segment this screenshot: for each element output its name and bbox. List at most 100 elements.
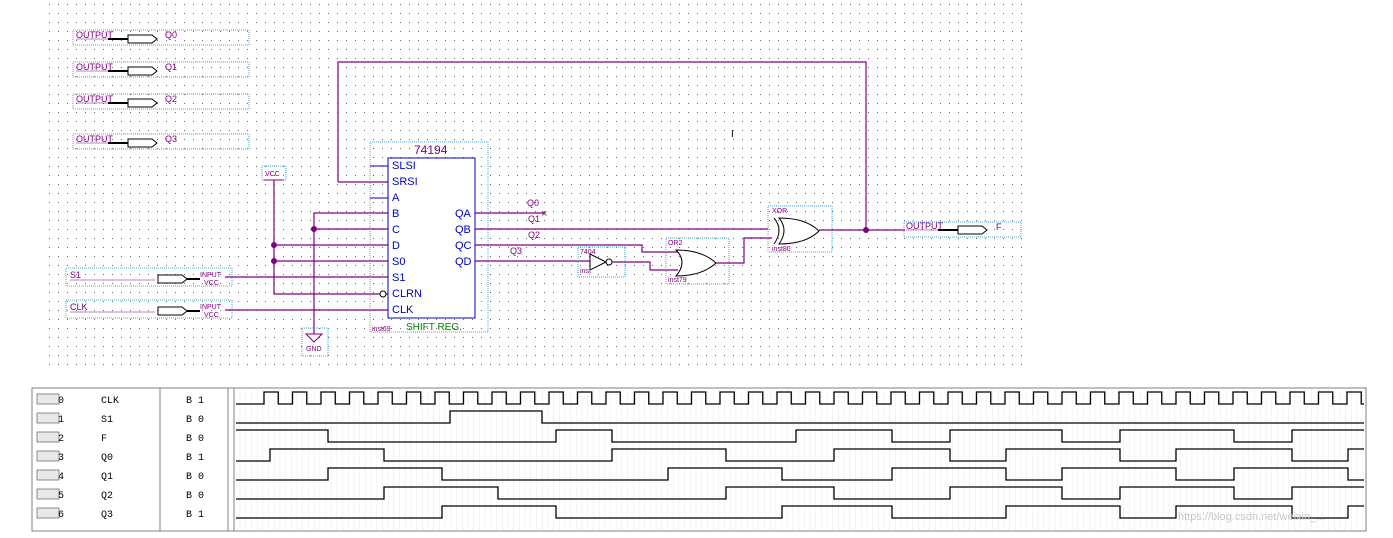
input-pin-name: S1 [70,270,81,280]
signal-name: Q0 [101,453,113,464]
signal-trace [236,486,1364,500]
gate-title: XOR [772,208,787,215]
chip-pin: S1 [392,272,405,284]
wire-label: Q3 [510,246,522,256]
output-pin-label: OUTPUT [76,134,114,144]
output-pin-name: Q0 [165,30,177,40]
wire-label: Q1 [528,214,540,224]
gnd-wire[interactable] [313,212,388,334]
signal-row[interactable]: 5 Q2 B 0 [36,488,204,502]
gate-title: 7404 [580,249,596,256]
chip-pin: CLK [392,304,414,316]
input-pin-sub: VCC [204,312,219,319]
input-pin-icon [36,393,60,405]
gate-instance: inst80 [772,246,791,253]
chip-pin: SRSI [392,176,418,188]
output-pin-q3[interactable]: OUTPUT Q3 [72,133,250,150]
not-out-wire[interactable] [612,261,678,271]
signal-row[interactable]: 0 CLK B 1 [36,393,204,407]
signal-value: B 1 [186,453,204,464]
input-pin-clk[interactable]: CLK INPUT VCC [65,299,233,319]
signal-value: B 0 [186,491,204,502]
chip-pin: CLRN [392,288,422,300]
schematic-canvas[interactable]: OUTPUT Q0 OUTPUT Q1 OUTPUT Q2 OUTPUT Q3 … [0,0,1393,378]
output-pin-icon [36,450,60,462]
signal-row[interactable]: 2 F B 0 [36,431,204,445]
signal-trace [236,505,1364,519]
signal-index: 2 [58,434,64,445]
input-pin-sub: VCC [204,280,219,287]
input-pin-label: INPUT [200,304,222,311]
output-pin-name: F [996,222,1002,232]
output-pin-name: Q2 [165,94,177,104]
input-pin-icon [36,412,60,424]
output-pin-q1[interactable]: OUTPUT Q1 [72,61,250,78]
schematic-grid [42,0,1022,370]
chip-pin: D [392,240,400,252]
signal-trace [236,429,1364,443]
chip-footer: SHIFT REG. [406,322,462,333]
output-pin-f[interactable]: OUTPUT F [903,221,1022,238]
input-pin-label: INPUT [200,272,222,279]
signal-trace [236,448,1364,462]
output-pin-label: OUTPUT [76,30,114,40]
chip-pin: B [392,208,399,220]
chip-pin: QB [455,224,471,236]
junction-dot [271,242,277,248]
junction-dot [311,226,317,232]
output-pin-icon [36,507,60,519]
waveform-panel[interactable]: 0 CLK B 1 1 S1 B 0 2 F B 0 3 Q0 B 1 4 Q1… [0,378,1393,533]
output-pin-label: OUTPUT [906,221,944,231]
output-pin-label: OUTPUT [76,62,114,72]
or-gate-or2[interactable]: OR2 inst79 [665,237,730,285]
output-pin-q2[interactable]: OUTPUT Q2 [72,93,250,110]
wire-label: Q2 [528,230,540,240]
feedback-wire[interactable] [337,61,867,230]
signal-name: F [101,434,107,445]
vcc-wire[interactable] [273,180,388,295]
vcc-label: VCC [265,171,280,178]
signal-row[interactable]: 3 Q0 B 1 [36,450,204,464]
gate-instance: inst [580,268,591,275]
signal-index: 4 [58,472,64,483]
signal-value: B 0 [186,472,204,483]
chip-pin: QD [455,256,472,268]
signal-trace [236,467,1364,481]
signal-row[interactable]: 1 S1 B 0 [36,412,204,426]
or-out-wire[interactable] [716,237,772,264]
signal-name: Q3 [101,510,113,521]
signal-index: 1 [58,415,64,426]
waveform-viewer[interactable]: 0 CLK B 1 1 S1 B 0 2 F B 0 3 Q0 B 1 4 Q1… [0,378,1393,533]
gate-title: OR2 [668,240,683,247]
signal-index: 5 [58,491,64,502]
xor-gate[interactable]: XOR inst80 [767,205,833,253]
qc-wire[interactable] [475,244,678,253]
output-pin-q0[interactable]: OUTPUT Q0 [72,29,250,46]
signal-row[interactable]: 6 Q3 B 1 [36,507,204,521]
signal-name: Q1 [101,472,113,483]
chip-pin: S0 [392,256,405,268]
gate-instance: inst79 [668,277,687,284]
signal-index: 0 [58,396,64,407]
signal-value: B 1 [186,510,204,521]
output-pin-label: OUTPUT [76,94,114,104]
waveform-frame [31,387,1367,532]
signal-index: 3 [58,453,64,464]
text-cursor: I [731,129,734,140]
input-pin-name: CLK [70,302,88,312]
chip-pin: C [392,224,400,236]
chip-pin: QC [455,240,472,252]
chip-pin: QA [455,208,472,220]
gnd-symbol[interactable]: GND [301,327,329,357]
signal-value: B 1 [186,396,204,407]
watermark: https://blog.csdn.net/weixin_... [1178,511,1325,523]
signal-value: B 0 [186,434,204,445]
output-pin-icon [36,431,60,443]
output-pin-name: Q1 [165,62,177,72]
shift-register-74194[interactable]: 74194 SLSI SRSI A B C D S0 S1 CLRN CLK Q… [369,141,489,333]
signal-index: 6 [58,510,64,521]
signal-row[interactable]: 4 Q1 B 0 [36,469,204,483]
signal-name: Q2 [101,491,113,502]
chip-instance: inst69 [372,326,391,333]
output-pin-icon [36,469,60,481]
